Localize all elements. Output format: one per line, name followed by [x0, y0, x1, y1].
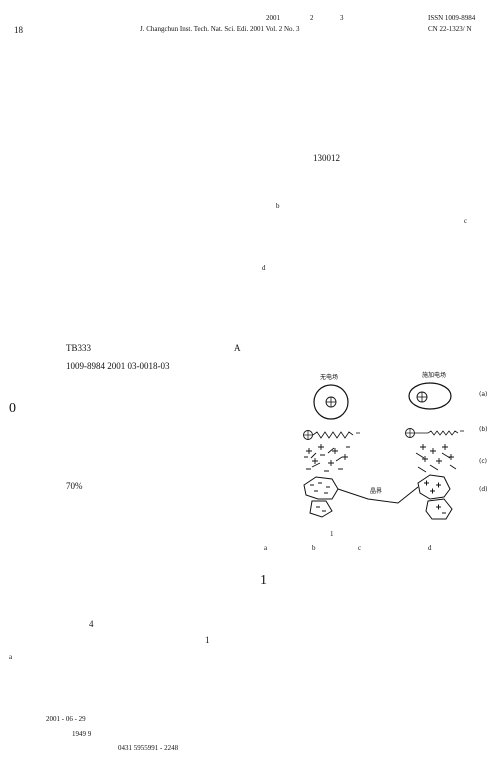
received-date: 2001 - 06 - 29: [46, 715, 86, 723]
row-a-atoms: [313, 382, 452, 420]
affiliation-note-c: c: [464, 217, 468, 225]
figure-sublabel-a: a: [264, 544, 268, 552]
page-number: 18: [14, 25, 23, 35]
figure-sublabel-b: b: [312, 544, 316, 552]
row-b-dipoles: [303, 428, 464, 440]
row-label-d: (d): [479, 486, 488, 493]
affiliation-note-b: b: [276, 202, 280, 210]
figure-sublabel-d: d: [428, 544, 432, 552]
row-d-grains: [303, 474, 453, 520]
figure-caption-number: 1: [330, 530, 334, 538]
section-heading-1: 1: [260, 573, 267, 588]
figure-sublabel-c: c: [358, 544, 362, 552]
label-grain-boundary: 晶界: [370, 488, 382, 495]
header-year: 2001: [266, 14, 280, 22]
section-heading-0: 0: [9, 401, 16, 416]
label-no-field: 无电场: [320, 373, 338, 381]
label-with-field: 施加电场: [422, 371, 446, 379]
author-birth: 1949 9: [72, 730, 92, 738]
figure-polarization-diagram: 无电场 施加电场 (a) (b): [298, 365, 492, 530]
clc-number: TB333: [66, 343, 92, 353]
article-id: 1009-8984 2001 03-0018-03: [66, 361, 170, 371]
journal-line: J. Changchun Inst. Tech. Nat. Sci. Edi. …: [140, 25, 300, 33]
percent-value: 70%: [66, 481, 83, 491]
affiliation-note-d: d: [262, 264, 266, 272]
header-issue: 3: [340, 14, 344, 22]
row-label-b: (b): [479, 426, 488, 433]
row-label-a: (a): [479, 391, 487, 398]
cn-number: CN 22-1323/ N: [428, 25, 472, 33]
row-c-charges: [304, 444, 457, 473]
header-month: 2: [310, 14, 314, 22]
figure-svg: 无电场 施加电场 (a) (b): [303, 371, 488, 520]
postal-code: 130012: [313, 153, 340, 163]
reference-1: 1: [205, 635, 210, 645]
author-phone: 0431 5955991 - 2248: [118, 744, 179, 752]
document-code: A: [234, 343, 241, 353]
issn: ISSN 1009-8984: [428, 14, 476, 22]
row-label-c: (c): [479, 458, 487, 465]
mark-a: a: [9, 653, 13, 661]
reference-4: 4: [89, 619, 94, 629]
